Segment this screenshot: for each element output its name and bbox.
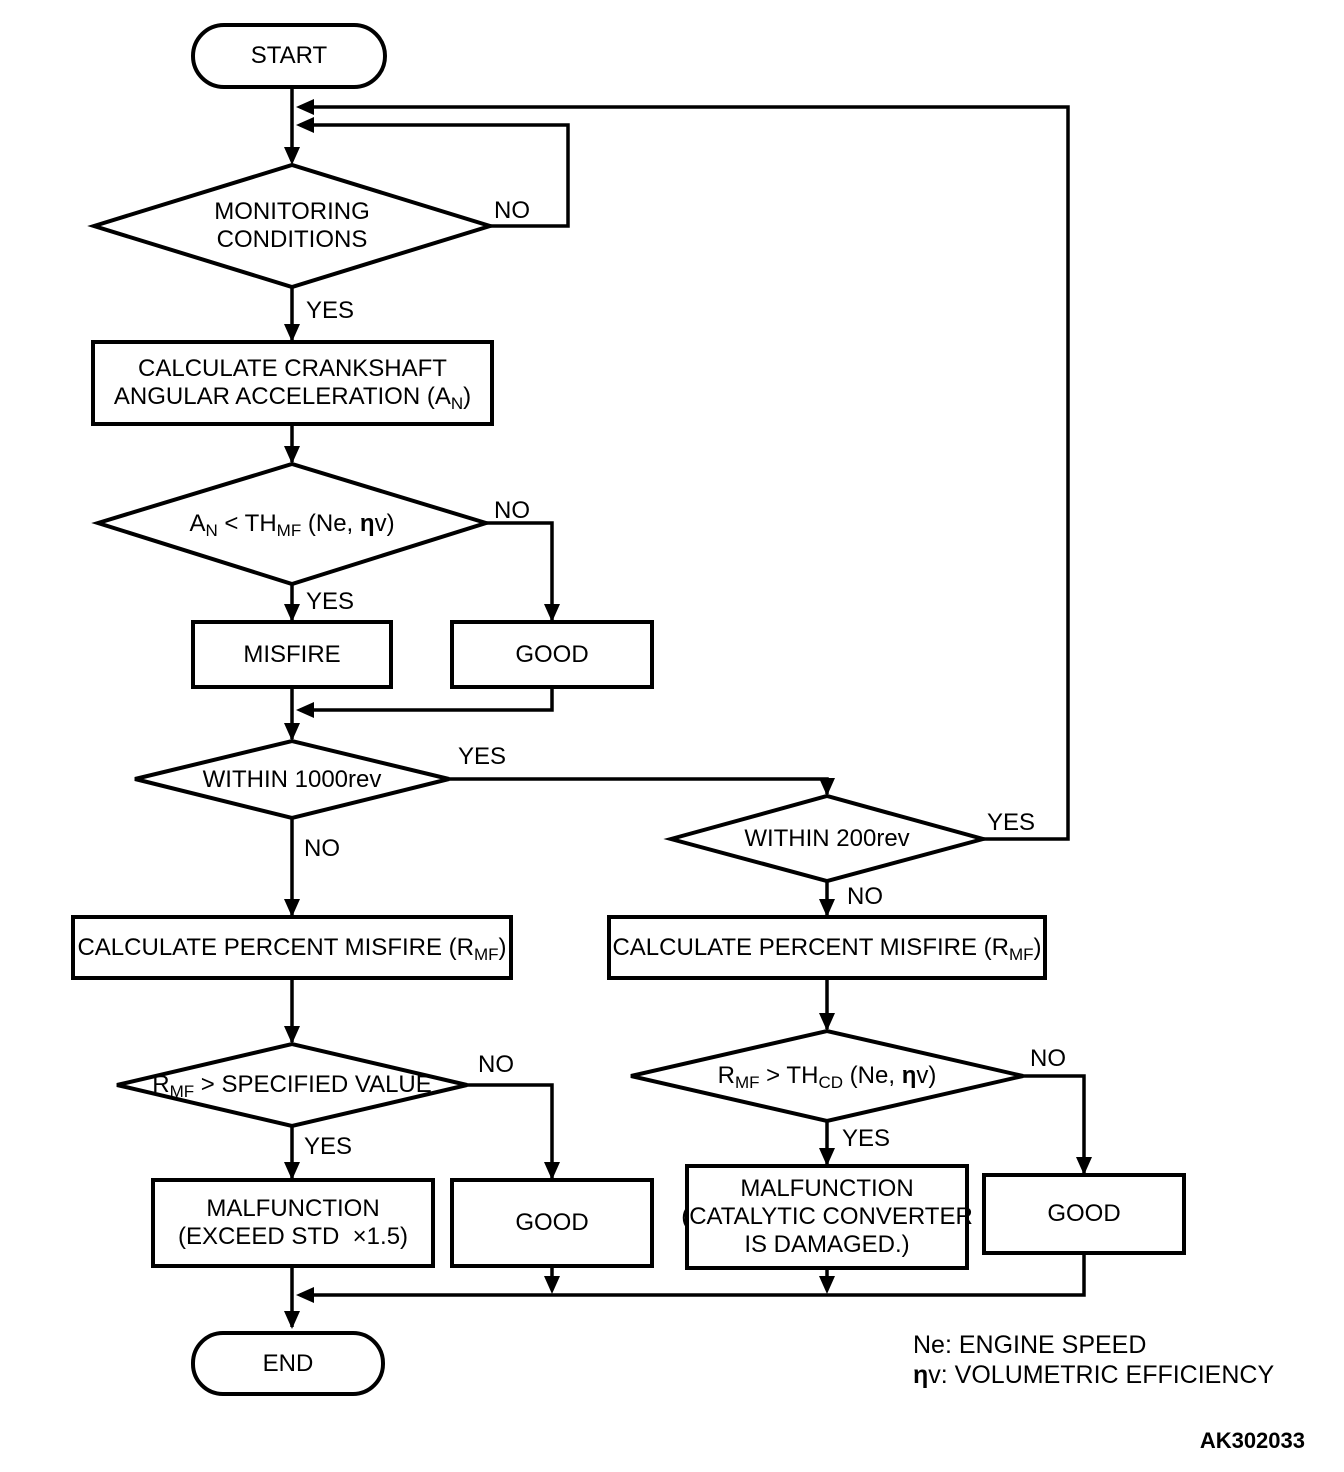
calc-accel-box: [91, 340, 494, 426]
malfunction-cat-box: [685, 1164, 969, 1270]
label-rmfthcd-no: NO: [1030, 1045, 1066, 1072]
calc-accel-node: CALCULATE CRANKSHAFT ANGULAR ACCELERATIO…: [113, 355, 472, 413]
edge-monitoring-no-loop: [300, 123, 570, 228]
start-node: START: [193, 25, 385, 87]
monitoring-conditions-diamond: [87, 162, 497, 290]
start-label: START: [250, 42, 328, 69]
within-1000rev-node: WITHIN 1000rev: [202, 765, 382, 793]
label-monitoring-no: NO: [494, 197, 530, 224]
good-percent-left-node: GOOD: [515, 1209, 589, 1236]
good-percent-right-box: [982, 1173, 1186, 1255]
within-200rev-node: WITHIN 200rev: [744, 824, 910, 852]
end-label: END: [262, 1349, 314, 1377]
node-shapes: [71, 23, 1186, 1396]
edge-rmfthcd-no: [1023, 1074, 1086, 1173]
malfunction-cat-node: MALFUNCTION (CATALYTIC CONVERTER IS DAMA…: [681, 1175, 973, 1258]
figure-code: AK302033: [1199, 1428, 1305, 1453]
calc-percent-left-node: CALCULATE PERCENT MISFIRE (RMF): [77, 933, 507, 964]
label-accel-no: NO: [494, 497, 530, 524]
edge-within1000-yes: [449, 777, 829, 794]
calc-percent-right-box: [607, 915, 1047, 980]
rmf-thcd-node: RMF > THCD (Ne, ηv): [717, 1062, 937, 1092]
label-within1000-yes: YES: [458, 743, 507, 770]
label-accel-yes: YES: [306, 588, 355, 615]
malfunction-std-node: MALFUNCTION (EXCEED STD ×1.5): [177, 1195, 409, 1250]
label-rmfspecified-yes: YES: [304, 1133, 353, 1160]
label-within1000-no: NO: [304, 835, 340, 862]
label-within200-yes: YES: [987, 809, 1036, 836]
malfunction-std-box: [151, 1178, 435, 1268]
rmf-specified-diamond: [116, 1041, 468, 1129]
rmf-specified-node: RMF > SPECIFIED VALUE: [152, 1071, 432, 1101]
label-rmfspecified-no: NO: [478, 1051, 514, 1078]
monitoring-conditions-node: MONITORING CONDITIONS: [214, 198, 370, 253]
edge-rmfspecified-no: [467, 1083, 554, 1178]
legend-volumetric-efficiency: ηv: VOLUMETRIC EFFICIENCY: [913, 1361, 1275, 1389]
label-within200-no: NO: [847, 883, 883, 910]
accel-threshold-diamond: [91, 461, 493, 587]
end-node-shape: [191, 1331, 385, 1396]
label-monitoring-yes: YES: [306, 297, 355, 324]
within-200rev-diamond: [663, 793, 991, 884]
legend-engine-speed: Ne: ENGINE SPEED: [913, 1331, 1147, 1359]
good-accel-box: [450, 620, 654, 689]
within-1000rev-diamond: [134, 738, 450, 821]
calc-percent-right-node: CALCULATE PERCENT MISFIRE (RMF): [612, 933, 1042, 964]
rmf-thcd-diamond: [630, 1028, 1024, 1124]
edge-goodright-merge: [300, 1253, 1086, 1297]
good-accel-node: GOOD: [515, 640, 589, 668]
label-rmfthcd-yes: YES: [842, 1125, 891, 1152]
end-node: END: [193, 1333, 383, 1394]
good-percent-right-node: GOOD: [1047, 1200, 1121, 1227]
accel-threshold-node: AN < THMF (Ne, ηv): [189, 510, 395, 540]
good-percent-left-box: [450, 1178, 654, 1268]
edge-within200-yes-loop: [300, 105, 1070, 841]
start-node-shape: [191, 23, 387, 89]
legend: Ne: ENGINE SPEED ηv: VOLUMETRIC EFFICIEN…: [913, 1330, 1274, 1390]
misfire-node: MISFIRE: [243, 640, 341, 668]
edge-accel-no: [486, 521, 554, 620]
edge-goodaccel-merge: [300, 687, 554, 712]
